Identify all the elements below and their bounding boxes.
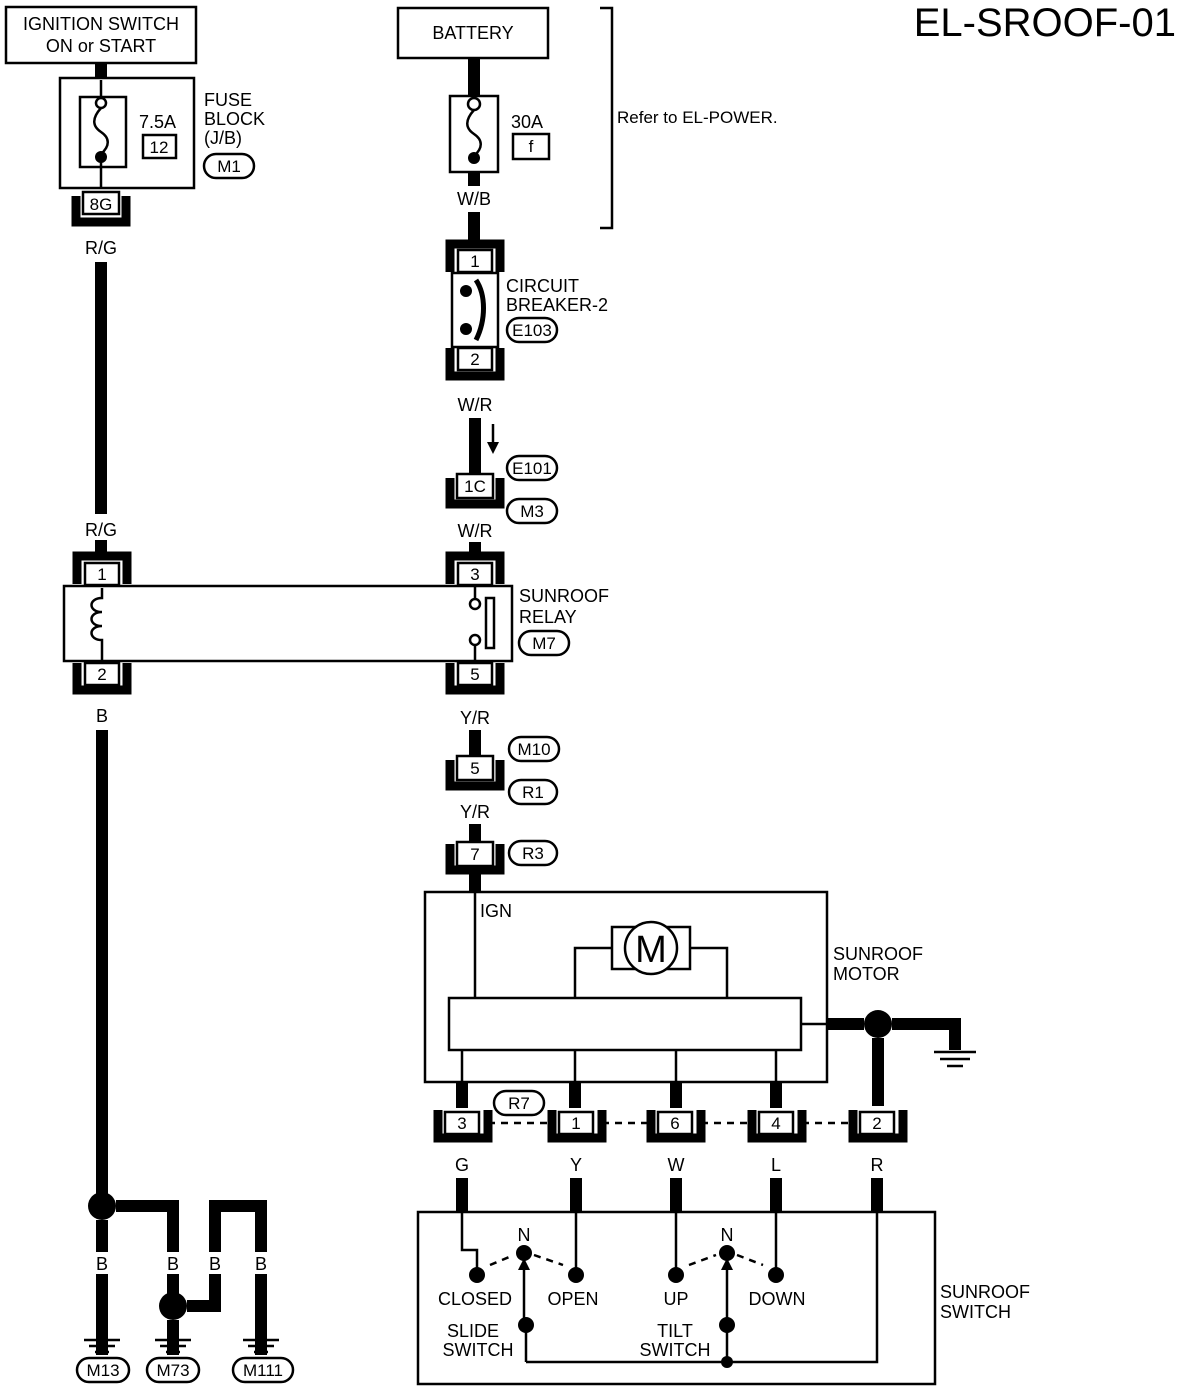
slide-neutral: N (518, 1225, 531, 1245)
wire-color-w: W (668, 1155, 685, 1175)
wire-color-b2: B (167, 1254, 179, 1274)
svg-text:2: 2 (470, 350, 479, 369)
svg-text:1: 1 (470, 252, 479, 271)
circuit-breaker-connector: E103 (512, 321, 552, 340)
motor-connector-pins: 3 1 6 4 2 (433, 1110, 908, 1143)
relay-pin-2: 2 (97, 665, 106, 684)
motor-pin-1: 1 (571, 1114, 580, 1133)
ground-symbol-m111 (243, 1338, 279, 1354)
tilt-neutral: N (721, 1225, 734, 1245)
sunroof-motor: IGN M SUNROOF MOTOR (423, 890, 923, 1084)
relay-pin-1: 1 (97, 565, 106, 584)
circuit-breaker-label-2: BREAKER-2 (506, 295, 608, 315)
ignition-switch-label-2: ON or START (46, 36, 156, 56)
splice-dot (88, 1192, 116, 1220)
position-up: UP (663, 1289, 688, 1309)
connector-r3: R3 (522, 844, 544, 863)
connector-pin-7: 7 (470, 845, 479, 864)
wire-color-l: L (771, 1155, 781, 1175)
motor-ground-icon (934, 1050, 976, 1068)
motor-pin-2: 2 (872, 1114, 881, 1133)
svg-text:8G: 8G (90, 195, 113, 214)
position-open: OPEN (547, 1289, 598, 1309)
ignition-switch-label-1: IGNITION SWITCH (23, 14, 179, 34)
motor-pin-4: 4 (771, 1114, 780, 1133)
wire-color-yr-mid: Y/R (460, 802, 490, 822)
ground-m13: M13 (86, 1361, 119, 1380)
ground-symbol-m13 (84, 1338, 120, 1354)
wire-color-b4: B (255, 1254, 267, 1274)
sunroof-switch: N N CLOSED OPEN UP DOWN SLIDE SWITCH TIL… (416, 1210, 1030, 1386)
position-down: DOWN (749, 1289, 806, 1309)
motor-label-2: MOTOR (833, 964, 900, 984)
fuse-block-label-3: (J/B) (204, 128, 242, 148)
ignition-switch: IGNITION SWITCH ON or START (4, 5, 198, 65)
fuse-block: 7.5A 12 FUSE BLOCK (J/B) M1 (58, 76, 265, 190)
refer-note: Refer to EL-POWER. (617, 108, 778, 127)
circuit-breaker-label-1: CIRCUIT (506, 276, 579, 296)
battery-fuse-rating: 30A (511, 112, 543, 132)
refer-bracket (600, 6, 614, 230)
ground-symbol-m73 (155, 1338, 191, 1354)
battery-fuse-id: f (529, 137, 534, 156)
relay-label-1: SUNROOF (519, 586, 609, 606)
svg-text:BATTERY: BATTERY (432, 23, 513, 43)
fuse-block-label-1: FUSE (204, 90, 252, 110)
wire-color-rg-mid: R/G (85, 520, 117, 540)
motor-ground-splice (864, 1010, 892, 1038)
slide-switch-label-2: SWITCH (443, 1340, 514, 1360)
connector-m10: M10 (517, 740, 550, 759)
switch-label-1: SUNROOF (940, 1282, 1030, 1302)
connector-r1: R1 (522, 783, 544, 802)
diagram-title: EL-SROOF-01 (914, 1, 1176, 45)
ground-m111: M111 (243, 1361, 283, 1380)
relay-pin-5: 5 (470, 665, 479, 684)
position-closed: CLOSED (438, 1289, 512, 1309)
wire-color-b3: B (209, 1254, 221, 1274)
connector-r7: R7 (508, 1094, 530, 1113)
connector-e101: E101 (512, 459, 552, 478)
wire-color-wr-mid: W/R (458, 521, 493, 541)
terminal-8g: 8G (71, 190, 131, 227)
connector-1c: 1C (464, 477, 486, 496)
wire-color-b1: B (96, 1254, 108, 1274)
wire-color-wr-top: W/R (458, 395, 493, 415)
relay-pin-3: 3 (470, 565, 479, 584)
motor-ign-label: IGN (480, 901, 512, 921)
slide-switch-label-1: SLIDE (447, 1321, 499, 1341)
connector-m3: M3 (520, 502, 544, 521)
fuse-block-connector: M1 (217, 157, 241, 176)
switch-label-2: SWITCH (940, 1302, 1011, 1322)
tilt-switch-label-2: SWITCH (640, 1340, 711, 1360)
tilt-switch-label-1: TILT (657, 1321, 693, 1341)
motor-symbol: M (635, 929, 667, 971)
connector-pin-5: 5 (470, 759, 479, 778)
motor-label-1: SUNROOF (833, 944, 923, 964)
battery-fuse: 30A f (448, 94, 551, 174)
fuse-number: 12 (150, 138, 169, 157)
wire-color-r: R (871, 1155, 884, 1175)
wire-color-wb: W/B (457, 189, 491, 209)
fuse-rating: 7.5A (139, 112, 176, 132)
relay-connector: M7 (532, 634, 556, 653)
wire-color-y: Y (570, 1155, 582, 1175)
fuse-block-label-2: BLOCK (204, 109, 265, 129)
battery: BATTERY (396, 6, 550, 60)
wire-color-rg-top: R/G (85, 238, 117, 258)
relay-label-2: RELAY (519, 607, 577, 627)
wire-color-yr-top: Y/R (460, 708, 490, 728)
motor-pin-3: 3 (457, 1114, 466, 1133)
wire-color-g: G (455, 1155, 469, 1175)
circuit-breaker: 1 2 CIRCUIT BREAKER-2 E103 (445, 239, 608, 381)
motor-pin-6: 6 (670, 1114, 679, 1133)
ground-m73: M73 (156, 1361, 189, 1380)
sunroof-relay: 1 2 3 5 SUNROOF RELAY M7 (62, 551, 609, 695)
wire-color-b-relay: B (96, 706, 108, 726)
